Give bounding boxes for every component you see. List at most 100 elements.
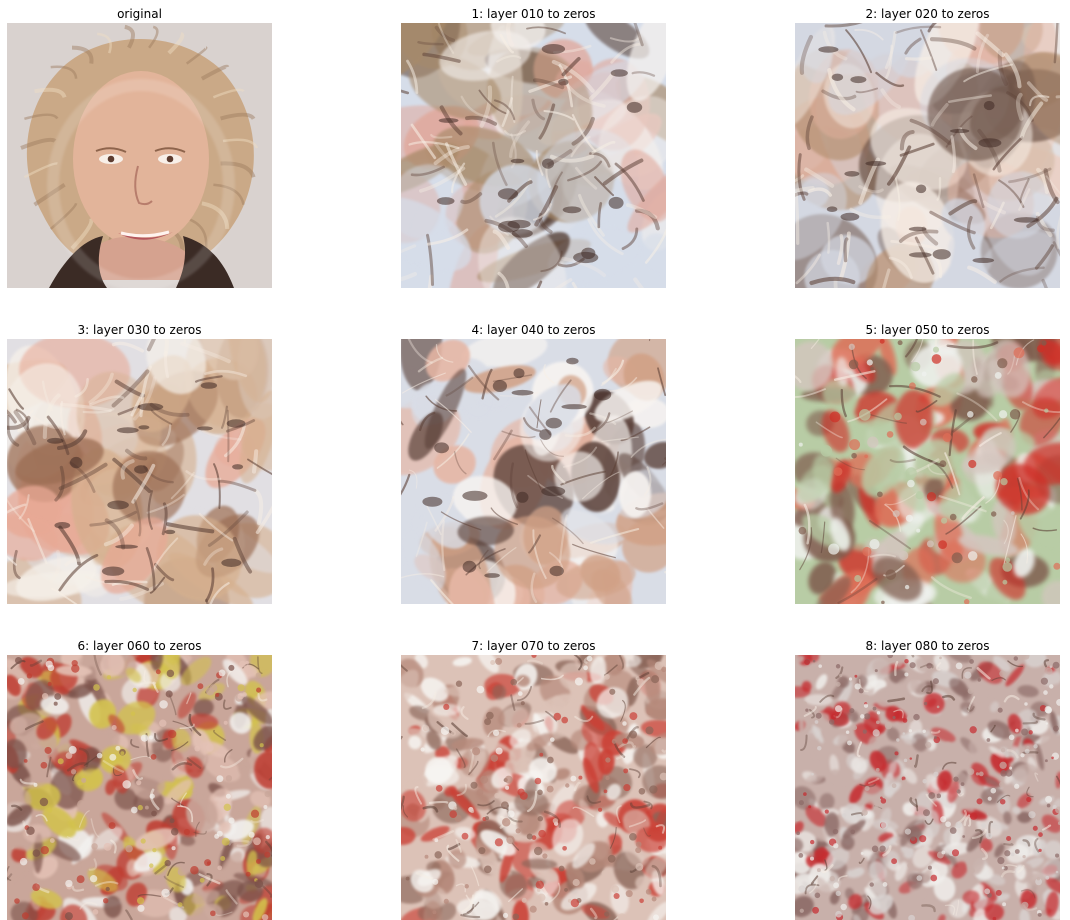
texture-blob [7, 739, 27, 769]
strand-mark [500, 391, 539, 397]
texture-blob [922, 868, 932, 883]
strand-mark [493, 429, 513, 461]
texture-blob [830, 517, 851, 552]
strand-mark [1053, 23, 1059, 64]
texture-blob [492, 684, 507, 700]
texture-blob [585, 820, 601, 835]
color-speck [1049, 684, 1054, 689]
color-speck [206, 687, 215, 696]
color-speck [629, 712, 638, 721]
hair-strand [50, 65, 78, 79]
panel-image [795, 339, 1060, 604]
color-speck [171, 846, 176, 851]
color-speck [609, 688, 616, 695]
color-speck [1052, 805, 1057, 809]
texture-blob [896, 676, 920, 695]
panel-title: 3: layer 030 to zeros [77, 323, 202, 337]
texture-blob [253, 691, 272, 709]
strand-mark [893, 709, 904, 719]
strand-mark [894, 660, 899, 677]
texture-blob [420, 677, 449, 702]
color-speck [89, 875, 98, 883]
dark-feature [497, 188, 519, 200]
color-speck [863, 694, 870, 701]
strand-mark [7, 503, 27, 514]
color-speck [942, 433, 952, 442]
strand-mark [633, 277, 645, 288]
color-speck [828, 719, 835, 725]
texture-blob [1039, 339, 1060, 365]
hair-strand [220, 112, 256, 121]
strand-mark [1026, 196, 1059, 229]
color-speck [435, 785, 443, 792]
dark-feature [107, 500, 129, 510]
strand-mark [82, 408, 115, 414]
strand-mark [455, 883, 466, 893]
dark-feature [226, 419, 246, 428]
color-speck [870, 366, 874, 371]
color-speck [905, 467, 917, 479]
hair-strand [97, 32, 112, 54]
strand-mark [491, 141, 508, 187]
strand-mark [186, 692, 192, 705]
strand-mark [902, 445, 945, 467]
strand-mark [408, 140, 460, 150]
color-speck [872, 706, 877, 711]
color-speck [816, 868, 821, 873]
color-speck [949, 513, 957, 521]
strand-mark [833, 277, 838, 288]
dark-feature [610, 69, 628, 77]
texture-blob [868, 860, 887, 883]
color-speck [871, 833, 877, 839]
strand-mark [1034, 772, 1039, 782]
color-speck [882, 655, 886, 658]
texture-blob [552, 818, 584, 856]
strand-mark [824, 859, 828, 871]
strand-mark [418, 411, 436, 432]
strand-mark [991, 677, 1006, 681]
strand-mark [7, 555, 18, 566]
strand-mark [478, 89, 507, 115]
color-speck [239, 660, 246, 668]
color-speck [1021, 901, 1029, 909]
hair-strand [148, 25, 159, 49]
strand-mark [58, 553, 99, 592]
strand-mark [551, 517, 584, 545]
color-speck [183, 828, 190, 835]
strand-mark [657, 367, 666, 396]
strand-mark [185, 470, 222, 481]
texture-blob [479, 164, 553, 235]
strand-mark [478, 549, 489, 570]
color-speck [263, 805, 268, 809]
color-speck [237, 693, 244, 700]
texture-blob [848, 893, 863, 910]
color-speck [1009, 766, 1013, 770]
strand-mark [66, 835, 80, 841]
texture-blob [903, 735, 917, 745]
texture-blob [1017, 685, 1039, 698]
color-speck [891, 783, 897, 789]
texture-blob [516, 674, 530, 687]
color-speck [103, 842, 112, 851]
texture-blob [222, 659, 248, 685]
strand-mark [1055, 95, 1060, 99]
strand-mark [574, 715, 594, 723]
color-speck [862, 729, 867, 734]
strand-mark [426, 233, 434, 286]
texture-blob [614, 732, 645, 749]
color-speck [125, 844, 133, 853]
color-speck [1041, 340, 1047, 346]
color-speck [923, 701, 928, 706]
texture-blob [825, 847, 850, 870]
strand-mark [453, 451, 467, 475]
texture-blob [646, 658, 666, 684]
color-speck [501, 818, 511, 827]
color-speck [901, 776, 906, 781]
color-speck [1026, 796, 1032, 802]
strand-mark [401, 89, 410, 95]
texture-blob [924, 809, 940, 838]
color-speck [852, 725, 858, 731]
texture-blob [68, 683, 94, 699]
color-speck [829, 411, 841, 423]
strand-mark [447, 843, 461, 851]
